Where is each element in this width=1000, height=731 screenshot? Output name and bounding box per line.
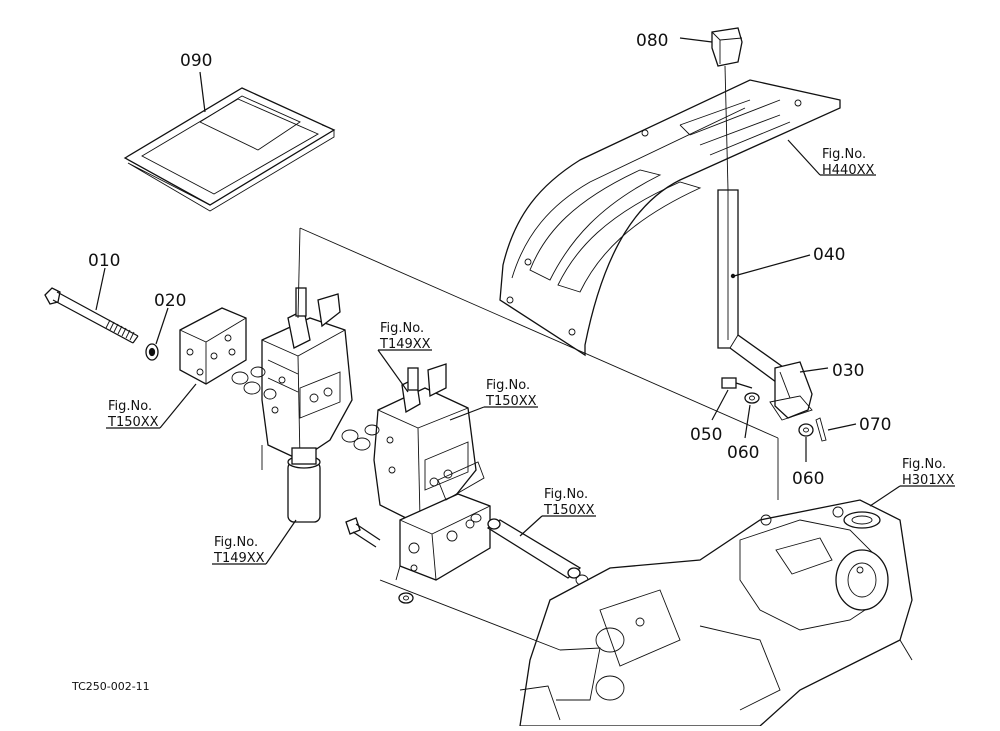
solenoid-cylinder [287,447,321,523]
fig-ref-t150-low-number: T150XX [543,503,595,518]
drawing-code: TC250-002-11 [71,680,150,693]
leader-060a [744,404,751,439]
label-080: 080 [636,31,668,51]
cotter-pin-070 [815,417,827,442]
lever-bracket [769,361,813,421]
gasket-rings-left [231,366,277,400]
label-070: 070 [859,415,891,435]
fig-ref-t150-left-number: T150XX [107,415,159,430]
washer-060a [744,392,760,404]
control-valve-middle [373,363,477,521]
fig-ref-t149-top-number: T149XX [379,337,431,352]
label-050: 050 [690,425,722,445]
small-bolt [345,517,381,548]
bolt-050 [721,377,753,389]
label-060-lower: 060 [792,469,824,489]
fig-ref-t150-mid-title: Fig.No. [486,378,530,393]
fig-ref-t150-left-title: Fig.No. [108,399,152,414]
fig-ref-h440-title: Fig.No. [822,147,866,162]
label-020: 020 [154,291,186,311]
gasket-rings-middle [341,424,380,451]
assembly-outline [261,227,779,651]
leader-050 [711,389,729,421]
fig-ref-t150-mid-number: T150XX [485,394,537,409]
connecting-pipe [470,513,603,591]
fig-ref-t150-low-title: Fig.No. [544,487,588,502]
label-040: 040 [813,245,845,265]
leader-020 [155,307,169,345]
lever-knob [711,27,743,67]
fig-ref-t149-bottom-number: T149XX [213,551,265,566]
manual-booklet [123,87,336,212]
fig-ref-t149-bottom-title: Fig.No. [214,535,258,550]
hydraulic-housing [519,499,913,727]
washer-020 [145,343,159,361]
fender-plate [499,79,841,357]
leader-010 [95,267,106,311]
label-030: 030 [832,361,864,381]
fig-ref-h440-number: H440XX [822,163,874,178]
label-090: 090 [180,51,212,71]
label-010: 010 [88,251,120,271]
leader-030 [799,367,829,373]
fig-ref-t149-top-title: Fig.No. [380,321,424,336]
end-plate [179,307,247,385]
leader-090 [199,71,206,113]
label-060-upper: 060 [727,443,759,463]
leader-080 [679,37,713,43]
fig-ref-h301-number: H301XX [902,473,954,488]
leader-040 [733,254,811,277]
leader-070 [827,423,857,431]
fig-ref-h301-title: Fig.No. [902,457,946,472]
small-washer-lower [398,592,414,604]
fig-ref-leaders [106,139,955,565]
washer-060b [798,423,814,437]
long-bolt-010 [44,287,139,344]
knob-axis [724,65,729,191]
control-valve-left [261,287,353,461]
control-lever [717,189,791,386]
